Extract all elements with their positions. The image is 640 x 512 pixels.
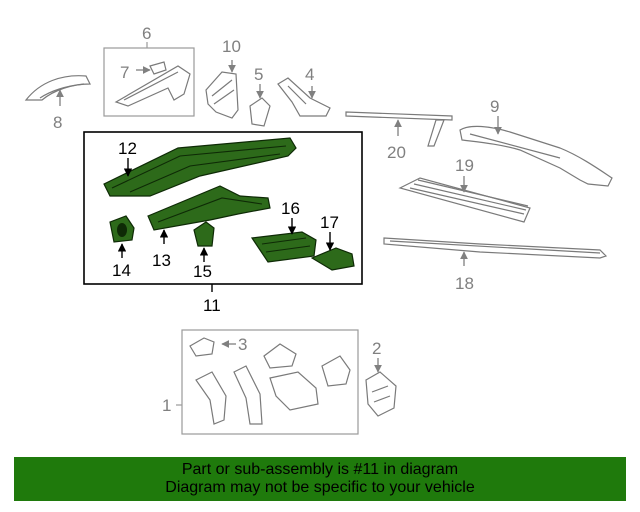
part-18[interactable]: 18 <box>383 237 608 293</box>
label-7: 7 <box>120 63 129 82</box>
label-20: 20 <box>387 143 406 162</box>
part-4[interactable]: 4 <box>277 65 331 117</box>
label-12: 12 <box>118 139 137 158</box>
info-banner: Part or sub-assembly is #11 in diagram D… <box>14 457 626 501</box>
label-15: 15 <box>193 262 212 281</box>
part-17[interactable]: 17 <box>310 213 355 271</box>
label-19: 19 <box>455 156 474 175</box>
label-6: 6 <box>142 24 151 43</box>
part-13[interactable]: 13 <box>147 185 271 270</box>
part-5[interactable]: 5 <box>249 65 271 127</box>
banner-line-1: Part or sub-assembly is #11 in diagram <box>181 461 459 478</box>
part-8[interactable]: 8 <box>24 75 91 132</box>
part-16[interactable]: 16 <box>250 199 317 263</box>
label-16: 16 <box>281 199 300 218</box>
part-9[interactable]: 9 <box>459 97 613 187</box>
label-5: 5 <box>254 65 263 84</box>
label-13: 13 <box>152 251 171 270</box>
part-10[interactable]: 10 <box>205 37 241 119</box>
label-9: 9 <box>490 97 499 116</box>
label-18: 18 <box>455 274 474 293</box>
part-14[interactable]: 14 <box>109 215 135 280</box>
label-4: 4 <box>305 65 314 84</box>
label-11: 11 <box>203 296 221 315</box>
assembly-11-box[interactable]: 11 12 13 14 15 <box>83 131 363 315</box>
part-2[interactable]: 2 <box>365 339 397 417</box>
label-8: 8 <box>53 113 62 132</box>
banner-line-2: Diagram may not be specific to your vehi… <box>165 479 475 496</box>
label-2: 2 <box>372 339 381 358</box>
part-19[interactable]: 19 <box>398 156 531 223</box>
part-1-group[interactable]: 1 3 <box>162 329 359 435</box>
part-6-group[interactable]: 6 7 <box>103 24 195 117</box>
label-14: 14 <box>112 261 131 280</box>
label-3: 3 <box>238 335 247 354</box>
part-15[interactable]: 15 <box>193 221 215 281</box>
part-20[interactable]: 20 <box>345 111 453 162</box>
label-10: 10 <box>222 37 241 56</box>
label-17: 17 <box>320 213 339 232</box>
part-12[interactable]: 12 <box>103 137 297 197</box>
label-1: 1 <box>162 396 171 415</box>
